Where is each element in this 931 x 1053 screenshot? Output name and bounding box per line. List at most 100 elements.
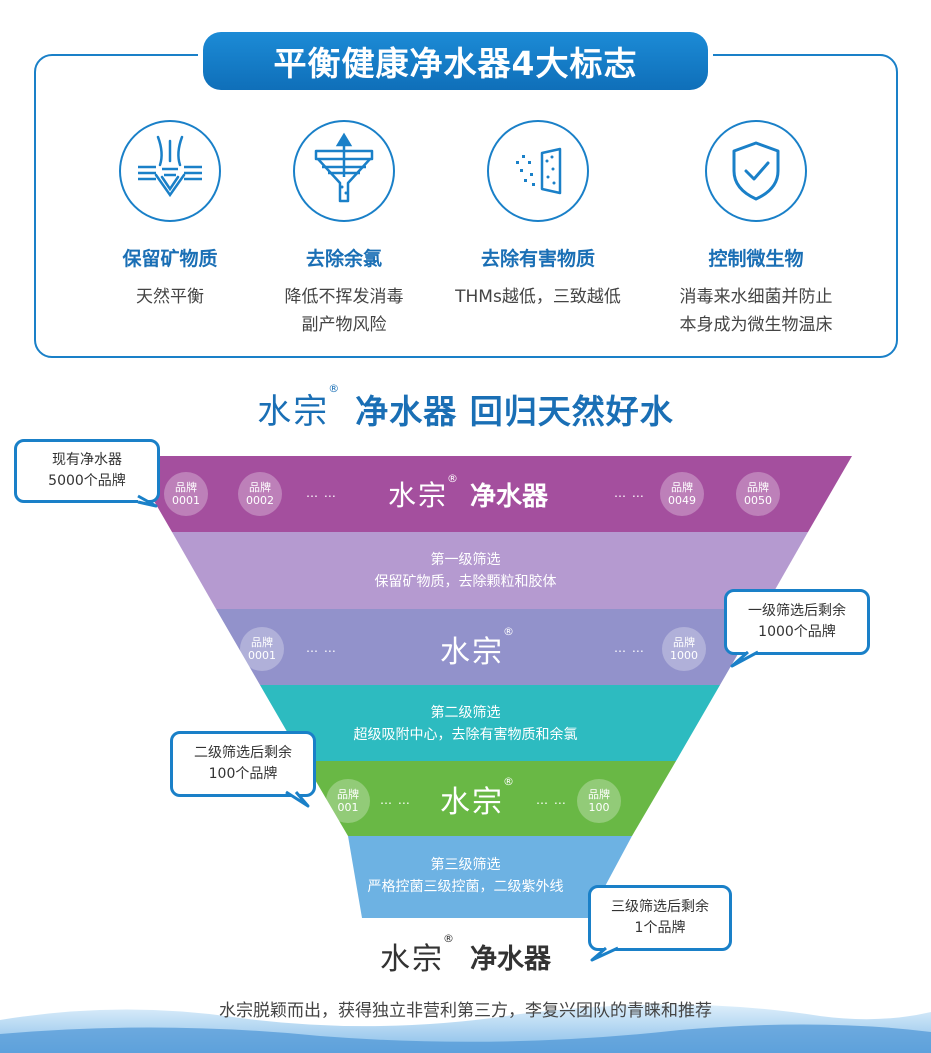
tagline: 水宗脱颖而出，获得独立非营利第三方，李复兴团队的青睐和推荐 [219,1001,712,1021]
ellipsis: … … [614,641,645,655]
brand-logo: 水宗® [257,382,339,433]
feature-name: 保留矿物质 [122,248,218,270]
headline-text: 净水器 回归天然好水 [355,391,674,431]
bubble-line: 一级筛选后剩余 [748,603,846,619]
band-logo: 水宗® [440,775,514,821]
bubble-line: 5000个品牌 [48,473,126,489]
brand-number: 0001 [248,649,276,662]
brand-number: 0050 [744,494,772,507]
feature-name: 去除有害物质 [480,248,595,270]
feature-name: 去除余氯 [305,248,382,270]
brand-number: 0001 [172,494,200,507]
ellipsis: … … [306,486,337,500]
brand-label: 品牌 [175,481,197,494]
bubble-current-brands: 现有净水器 5000个品牌 [14,439,160,503]
brand-label: 品牌 [673,636,695,649]
bubble-line: 1个品牌 [634,920,686,936]
funnel-filter-icon [293,120,395,222]
feature-desc: 天然平衡 [70,283,270,311]
brand-number: 1000 [670,649,698,662]
ellipsis: … … [380,793,411,807]
logo-text: 水宗 [257,392,330,432]
feature-desc: 消毒来水细菌并防止 本身成为微生物温床 [656,283,856,339]
band-product-logo: 水宗® 净水器 [388,472,549,514]
stage-desc: 超级吸附中心，去除有害物质和余氯 [353,727,578,743]
product-name: 净水器 [470,943,551,975]
panel-title: 平衡健康净水器4大标志 [203,32,708,90]
funnel-stage-1: 第一级筛选 保留矿物质，去除颗粒和胶体 [0,532,931,609]
brand-number: 100 [588,801,610,814]
stage-title: 第一级筛选 [430,552,501,568]
stage-title: 第二级筛选 [430,705,501,721]
bubble-line: 二级筛选后剩余 [194,745,292,761]
brand-label: 品牌 [337,788,359,801]
panel-title-pill: 平衡健康净水器4大标志 [198,27,713,95]
registered-mark: ® [503,775,516,788]
feature-desc-line: 消毒来水细菌并防止 [679,287,833,307]
harmful-substance-filter-icon [487,120,589,222]
water-splash-decoration [0,1004,931,1053]
final-product: 水宗® 净水器 [0,932,931,978]
stage-title: 第三级筛选 [430,857,501,873]
ellipsis: … … [536,793,567,807]
brand-number: 001 [337,801,359,814]
feature-desc-line: 天然平衡 [136,287,204,307]
logo-text: 水宗 [440,635,504,670]
shield-check-icon [705,120,807,222]
bubble-after-stage-3: 三级筛选后剩余 1个品牌 [588,885,732,951]
feature-minerals: 保留矿物质 天然平衡 [70,120,270,311]
brand-logo: 水宗® [388,472,458,514]
ellipsis: … … [614,486,645,500]
bubble-after-stage-2: 二级筛选后剩余 100个品牌 [170,731,316,797]
feature-desc-line: 降低不挥发消毒 [284,287,404,307]
feature-microbes: 控制微生物 消毒来水细菌并防止 本身成为微生物温床 [656,120,856,339]
logo-text: 水宗 [380,942,444,977]
brand-logo: 水宗® [440,625,514,671]
brand-number: 0049 [668,494,696,507]
feature-desc-line: 副产物风险 [301,315,387,335]
feature-desc-line: THMs越低，三致越低 [455,287,621,307]
brand-label: 品牌 [747,481,769,494]
product-name: 净水器 [470,481,549,512]
registered-mark: ® [447,472,461,485]
stage-desc: 严格控菌三级控菌，二级紫外线 [367,879,564,895]
brand-logo: 水宗® [440,775,514,821]
feature-harmful: 去除有害物质 THMs越低，三致越低 [438,120,638,311]
brand-logo: 水宗® [380,932,454,978]
feature-chlorine: 去除余氯 降低不挥发消毒 副产物风险 [244,120,444,339]
bubble-line: 三级筛选后剩余 [611,899,709,915]
brand-label: 品牌 [251,636,273,649]
bubble-after-stage-1: 一级筛选后剩余 1000个品牌 [724,589,870,655]
feature-name: 控制微生物 [708,248,804,270]
registered-mark: ® [328,382,342,395]
bubble-line: 1000个品牌 [758,624,836,640]
headline: 水宗® 净水器 回归天然好水 [0,382,931,433]
band-logo: 水宗® [440,625,514,671]
brand-number: 0002 [246,494,274,507]
brand-label: 品牌 [671,481,693,494]
logo-text: 水宗 [388,479,449,512]
ellipsis: … … [306,641,337,655]
registered-mark: ® [443,932,456,945]
feature-desc-line: 本身成为微生物温床 [679,315,833,335]
feature-desc: THMs越低，三致越低 [438,283,638,311]
bubble-line: 现有净水器 [52,452,122,468]
registered-mark: ® [503,625,516,638]
minerals-icon [119,120,221,222]
stage-desc: 保留矿物质，去除颗粒和胶体 [374,574,557,590]
feature-desc: 降低不挥发消毒 副产物风险 [244,283,444,339]
